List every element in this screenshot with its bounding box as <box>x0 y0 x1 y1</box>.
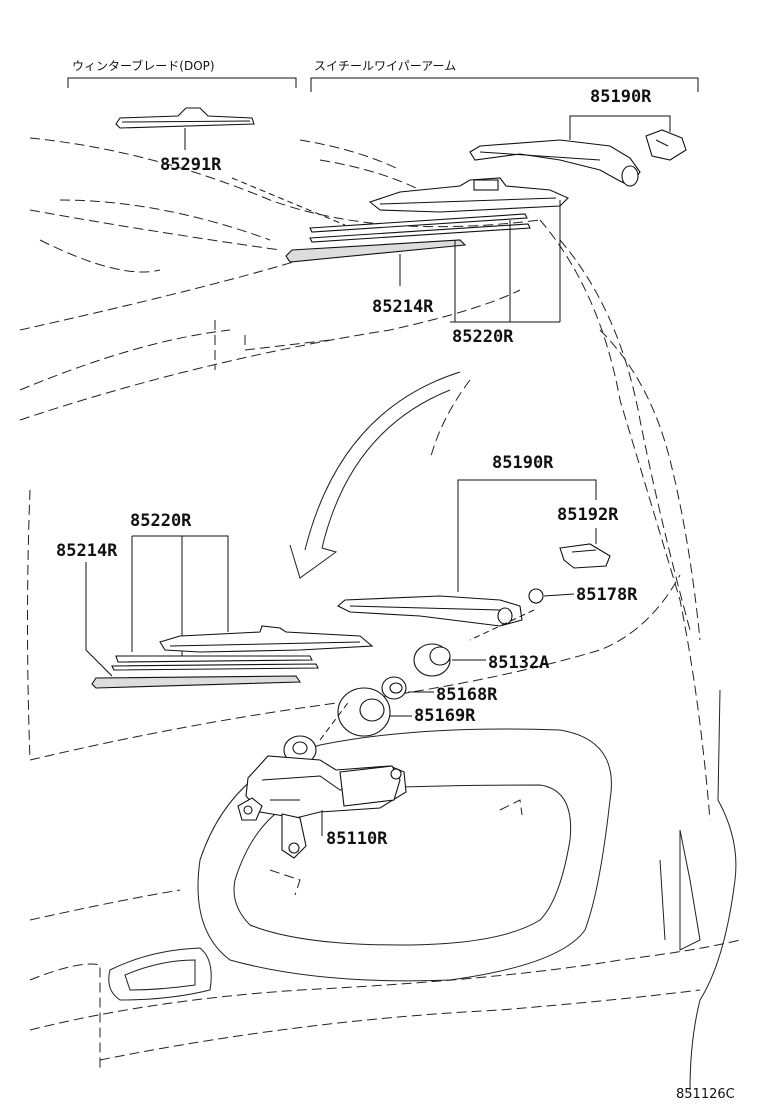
wiper-arm-top: 85190R <box>469 87 687 187</box>
blade-assembly-middle: 85220R 85214R <box>56 511 374 689</box>
label-85110R: 85110R <box>326 829 388 849</box>
diagram-code: 851126C <box>676 1087 735 1102</box>
winter-blade-heading-group: ウィンターブレード(DOP) <box>67 58 297 88</box>
label-85190R-top: 85190R <box>590 87 652 107</box>
pivot-parts: 85132A 85168R 85169R <box>319 643 549 741</box>
label-85178R: 85178R <box>576 585 638 605</box>
label-85214R-top: 85214R <box>372 297 434 317</box>
label-85132A: 85132A <box>488 653 549 673</box>
vehicle-body-outline <box>19 137 741 1091</box>
label-85291R: 85291R <box>160 155 222 175</box>
label-85214R-left: 85214R <box>56 541 118 561</box>
wiper-arm-heading: スイチールワイパーアーム <box>314 59 456 73</box>
label-85169R: 85169R <box>414 706 476 726</box>
wiper-motor-part: 85110R <box>237 735 407 859</box>
wiper-arm-middle: 85190R 85192R 85178R <box>337 453 638 641</box>
winter-blade-part: 85291R <box>115 107 346 226</box>
label-85190R-mid: 85190R <box>492 453 554 473</box>
wiper-arm-heading-group: スイチールワイパーアーム <box>310 59 699 92</box>
label-85220R-top: 85220R <box>452 327 514 347</box>
transition-arrow <box>289 371 461 579</box>
blade-assembly-top: 85214R 85220R <box>285 177 569 347</box>
label-85192R: 85192R <box>557 505 619 525</box>
label-85168R: 85168R <box>436 685 498 705</box>
label-85220R-left: 85220R <box>130 511 192 531</box>
winter-blade-heading: ウィンターブレード(DOP) <box>72 58 215 73</box>
